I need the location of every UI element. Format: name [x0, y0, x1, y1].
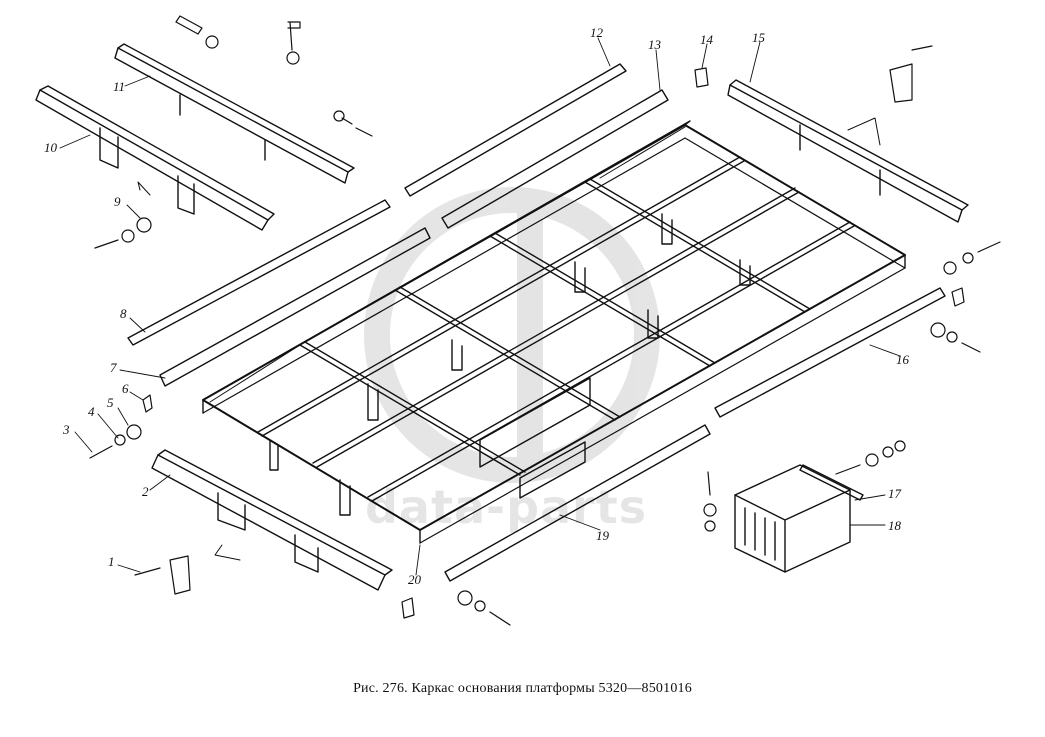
side-rail-19 — [444, 424, 711, 582]
callout-2: 2 — [142, 484, 149, 499]
slat-7 — [159, 227, 431, 387]
callout-14: 14 — [700, 32, 714, 47]
callout-labels: 1 2 3 4 5 6 7 8 9 10 11 12 13 14 15 16 1… — [44, 25, 910, 587]
slat-8 — [127, 199, 391, 346]
callout-17: 17 — [888, 486, 902, 501]
callout-6: 6 — [122, 381, 129, 396]
callout-8: 8 — [120, 306, 127, 321]
callout-7: 7 — [110, 360, 117, 375]
front-cross-beam — [151, 449, 393, 591]
direction-arrows — [137, 117, 881, 561]
callout-18: 18 — [888, 518, 902, 533]
callout-19: 19 — [596, 528, 610, 543]
callout-5: 5 — [107, 395, 114, 410]
watermark-text: data-parts — [365, 480, 648, 534]
callout-20: 20 — [408, 572, 422, 587]
figure-caption: Рис. 276. Каркас основания платформы 532… — [353, 681, 692, 696]
main-frame — [202, 120, 906, 544]
watermark-logo — [364, 187, 660, 483]
callout-11: 11 — [113, 79, 125, 94]
fasteners — [89, 15, 1001, 626]
callout-1: 1 — [108, 554, 115, 569]
callout-13: 13 — [648, 37, 662, 52]
bracket-17 — [799, 464, 864, 501]
callout-15: 15 — [752, 30, 766, 45]
beam-11 — [114, 43, 355, 184]
callout-3: 3 — [62, 422, 70, 437]
callout-16: 16 — [896, 352, 910, 367]
toolbox-18 — [734, 464, 851, 573]
beam-15 — [727, 79, 969, 223]
slat-12 — [404, 63, 627, 197]
leader-lines — [59, 37, 901, 576]
callout-12: 12 — [590, 25, 604, 40]
callout-10: 10 — [44, 140, 58, 155]
callout-4: 4 — [88, 404, 95, 419]
beam-10 — [35, 85, 275, 231]
callout-9: 9 — [114, 194, 121, 209]
side-rail-16 — [714, 287, 946, 418]
slat-13 — [441, 89, 669, 229]
